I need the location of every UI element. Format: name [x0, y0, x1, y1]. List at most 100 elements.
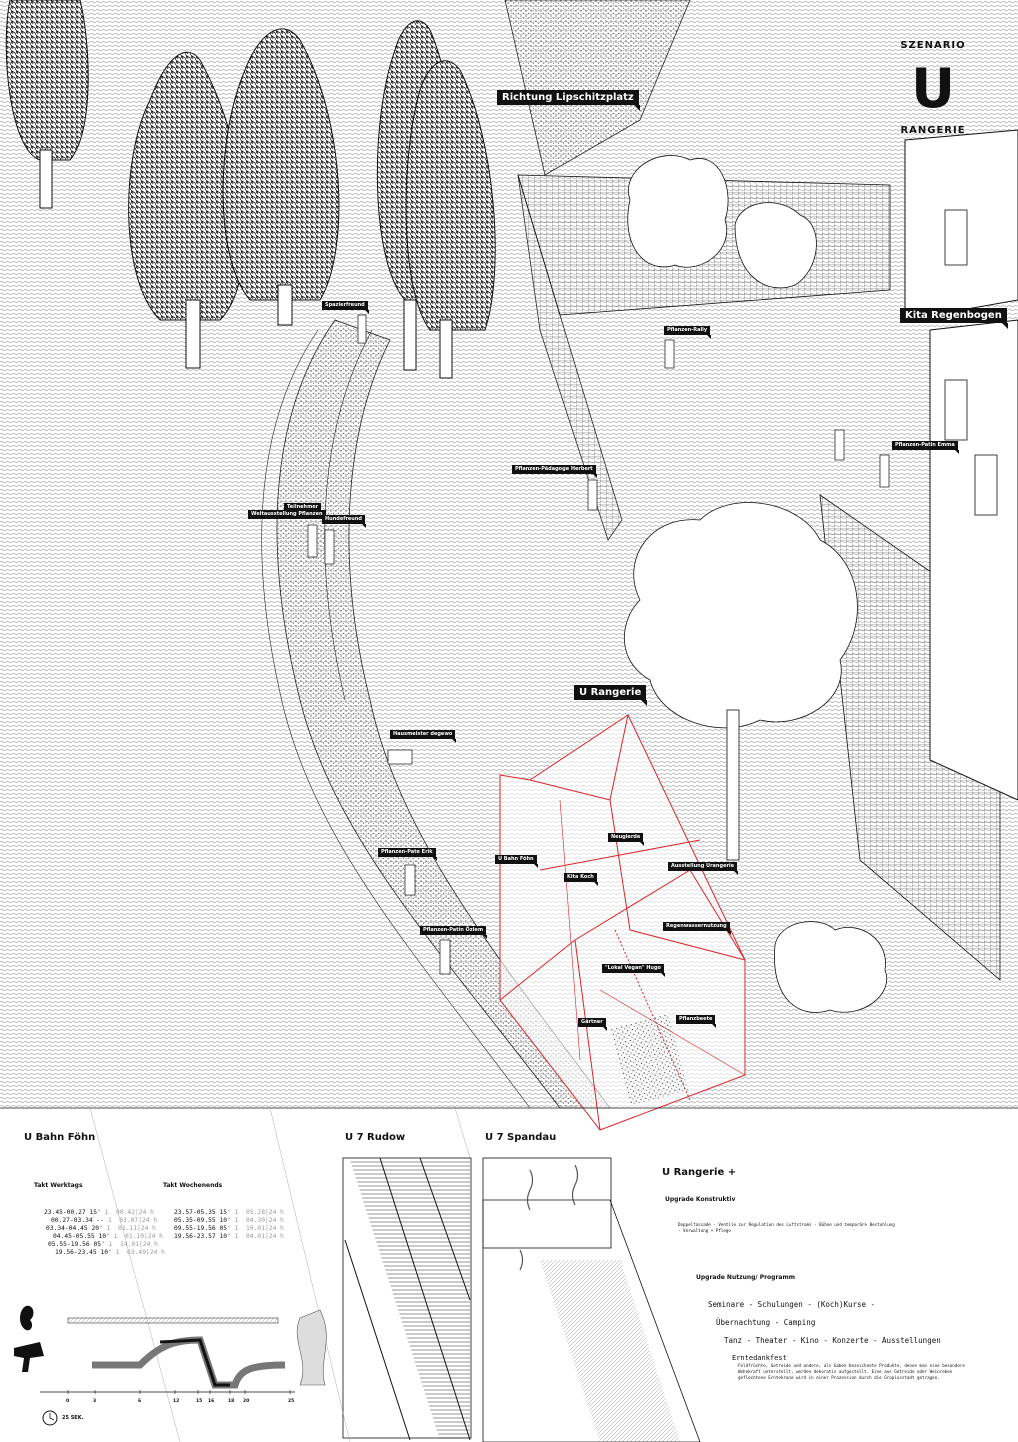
program-line-3: Tanz - Theater - Kino - Konzerte - Ausst…: [724, 1336, 941, 1345]
timeline-duration: 25 SEK.: [62, 1415, 84, 1421]
takt-time: 05.35-09.55 10': [174, 1217, 235, 1224]
program-line-2: Übernachtung - Camping: [716, 1318, 816, 1327]
ear-icon: [20, 1305, 34, 1331]
erntedankfest-title: Erntedankfest: [732, 1354, 787, 1362]
szenario-label: SZENARIO: [900, 40, 966, 51]
timeline-tick: 18: [228, 1399, 235, 1404]
sound-bar: [67, 1317, 279, 1324]
takt-duration: 1 03.49|24 h: [115, 1249, 165, 1256]
tag-bahn-foehn: U Bahn Föhn: [495, 855, 538, 868]
takt-row: 19.56-23.45 10' 1 03.49|24 h: [55, 1249, 165, 1256]
takt-row: 19.56-23.57 10' 1 04.01|24 h: [174, 1233, 284, 1240]
planting-bed: [610, 1013, 690, 1107]
takt-time: 04.45-05.55 10': [53, 1233, 114, 1240]
spandau-track: [482, 1157, 612, 1249]
timeline-tick: 12: [173, 1399, 180, 1404]
takt-row: 00.27-03.34 -- 1 03.07|24 h: [51, 1217, 157, 1224]
program-line-1: Seminare - Schulungen - (Koch)Kurse -: [708, 1300, 876, 1309]
takt-time: 00.27-03.34 --: [51, 1217, 108, 1224]
takt-duration: 1 14.01|24 h: [108, 1241, 158, 1248]
tag-gaertner: Gärtner: [578, 1018, 607, 1031]
erntedankfest-text-2: Wohnkraft unterstellt, werden dekorativ …: [738, 1369, 953, 1374]
window: [944, 209, 968, 266]
takt-duration: 1 05.28|24 h: [234, 1209, 284, 1216]
rangerie-label: RANGERIE: [900, 125, 966, 136]
train-stripes: [540, 1260, 680, 1442]
upgrade-konstruktiv-text: Doppelfassade - Ventile zur Regulation d…: [678, 1222, 895, 1227]
takt-time: 03.34-04.45 20': [46, 1225, 107, 1232]
takt-row: 05.55-19.56 05' 1 14.01|24 h: [48, 1241, 158, 1248]
takt-row: 09.55-19.56 05' 1 10.01|24 h: [174, 1225, 284, 1232]
takt-duration: 1 10.01|24 h: [234, 1225, 284, 1232]
tag-neugierde: Neugierde: [608, 833, 645, 846]
timeline-ticks: [67, 1390, 291, 1394]
path-edge-2: [324, 329, 373, 701]
title-u7-spandau: U 7 Spandau: [485, 1132, 557, 1143]
timeline-diagram: [14, 1305, 327, 1426]
hairdryer-icon: [14, 1342, 44, 1372]
takt-werktags-label: Takt Werktags: [34, 1182, 83, 1189]
title-u7-rudow: U 7 Rudow: [345, 1132, 406, 1143]
building-right: [929, 319, 1018, 801]
timeline-tick: 3: [93, 1399, 97, 1404]
erntedankfest-text-1: Feldfrüchte, Getreide und andere, als Ga…: [738, 1363, 965, 1368]
tag-emma: Pflanzen-Patin Emma: [892, 441, 959, 454]
train-curve-black: [159, 1338, 230, 1387]
tag-kita-koch: Kita Koch: [564, 873, 598, 886]
takt-duration: 1 01.10|24 h: [113, 1233, 163, 1240]
tag-regenwasser: Regenwassernutzung: [663, 922, 731, 935]
takt-row: 23.57-05.35 15' 1 05.28|24 h: [174, 1209, 284, 1216]
tag-oezlem: Pflanzen-Patin Özlem: [420, 926, 488, 939]
tag-ausstellung: Ausstellung Urangerie: [668, 862, 739, 875]
timeline-tick: 0: [66, 1399, 70, 1404]
takt-row: 03.34-04.45 20' 1 01.11|24 h: [46, 1225, 156, 1232]
takt-duration: 1 04.30|24 h: [234, 1217, 284, 1224]
building-right-top: [904, 129, 1018, 321]
takt-time: 19.56-23.45 10': [55, 1249, 116, 1256]
white-trees: [623, 155, 888, 1013]
title-u-rangerie-plus: U Rangerie +: [662, 1167, 737, 1178]
scenario-header: SZENARIO U RANGERIE: [898, 40, 968, 136]
fence-left: [517, 174, 623, 541]
timeline-tick: 25: [288, 1399, 295, 1404]
top-pavement: [504, 0, 691, 176]
upgrade-konstruktiv-text-2: - Verwaltung + Pflege: [678, 1228, 731, 1233]
tag-spazierfreund: Spazierfreund: [322, 301, 369, 314]
takt-row: 23.45-00.27 15' 1 00.42|24 h: [44, 1209, 154, 1216]
takt-duration: 1 03.07|24 h: [107, 1217, 158, 1224]
upgrade-konstruktiv-label: Upgrade Konstruktiv: [665, 1196, 736, 1203]
airflow: [519, 1164, 579, 1271]
train-curve: [92, 1336, 286, 1389]
rudow-sleepers: [350, 1158, 470, 1440]
tag-hausmeister: Hausmeister degewo: [390, 730, 457, 743]
takt-duration: 1 04.01|24 h: [234, 1233, 284, 1240]
window: [974, 454, 998, 516]
upgrade-nutzung-label: Upgrade Nutzung/ Programm: [696, 1274, 795, 1281]
guide-lines: [89, 1107, 471, 1442]
figure-icon: [296, 1309, 327, 1386]
tag-hugo: "Lokal Vegan" Hugo: [602, 964, 665, 977]
train-body: [482, 1199, 701, 1442]
tag-pflanzen-rally: Pflanzen-Rally: [664, 326, 712, 339]
tag-u-rangerie: U Rangerie: [574, 685, 648, 706]
tag-lipschitzplatz: Richtung Lipschitzplatz: [497, 90, 640, 111]
takt-row: 05.35-09.55 10' 1 04.30|24 h: [174, 1217, 284, 1224]
takt-duration: 1 00.42|24 h: [104, 1209, 154, 1216]
scenario-letter: U: [911, 57, 955, 120]
path-edge: [261, 329, 531, 1109]
timeline-tick: 15: [196, 1399, 203, 1404]
takt-time: 05.55-19.56 05': [48, 1241, 109, 1248]
tag-kita-regenbogen: Kita Regenbogen: [900, 308, 1008, 329]
takt-time: 23.45-00.27 15': [44, 1209, 105, 1216]
tag-weltausstellung: Weltausstellung Pflanzen: [248, 510, 327, 523]
erntedankfest-text-3: geflochtene Erntekrone wird in einer Pro…: [738, 1375, 940, 1380]
takt-time: 19.56-23.57 10': [174, 1233, 235, 1240]
tag-erik: Pflanzen-Pate Erik: [378, 848, 437, 861]
tag-herbert: Pflanzen-Pädagoge Herbert: [512, 465, 597, 478]
rudow-track: [342, 1157, 472, 1439]
title-u-bahn-foehn: U Bahn Föhn: [24, 1132, 96, 1143]
tag-hundefreund: Hundefreund: [322, 515, 367, 528]
takt-row: 04.45-05.55 10' 1 01.10|24 h: [53, 1233, 163, 1240]
poplar-trees: [5, 0, 496, 379]
